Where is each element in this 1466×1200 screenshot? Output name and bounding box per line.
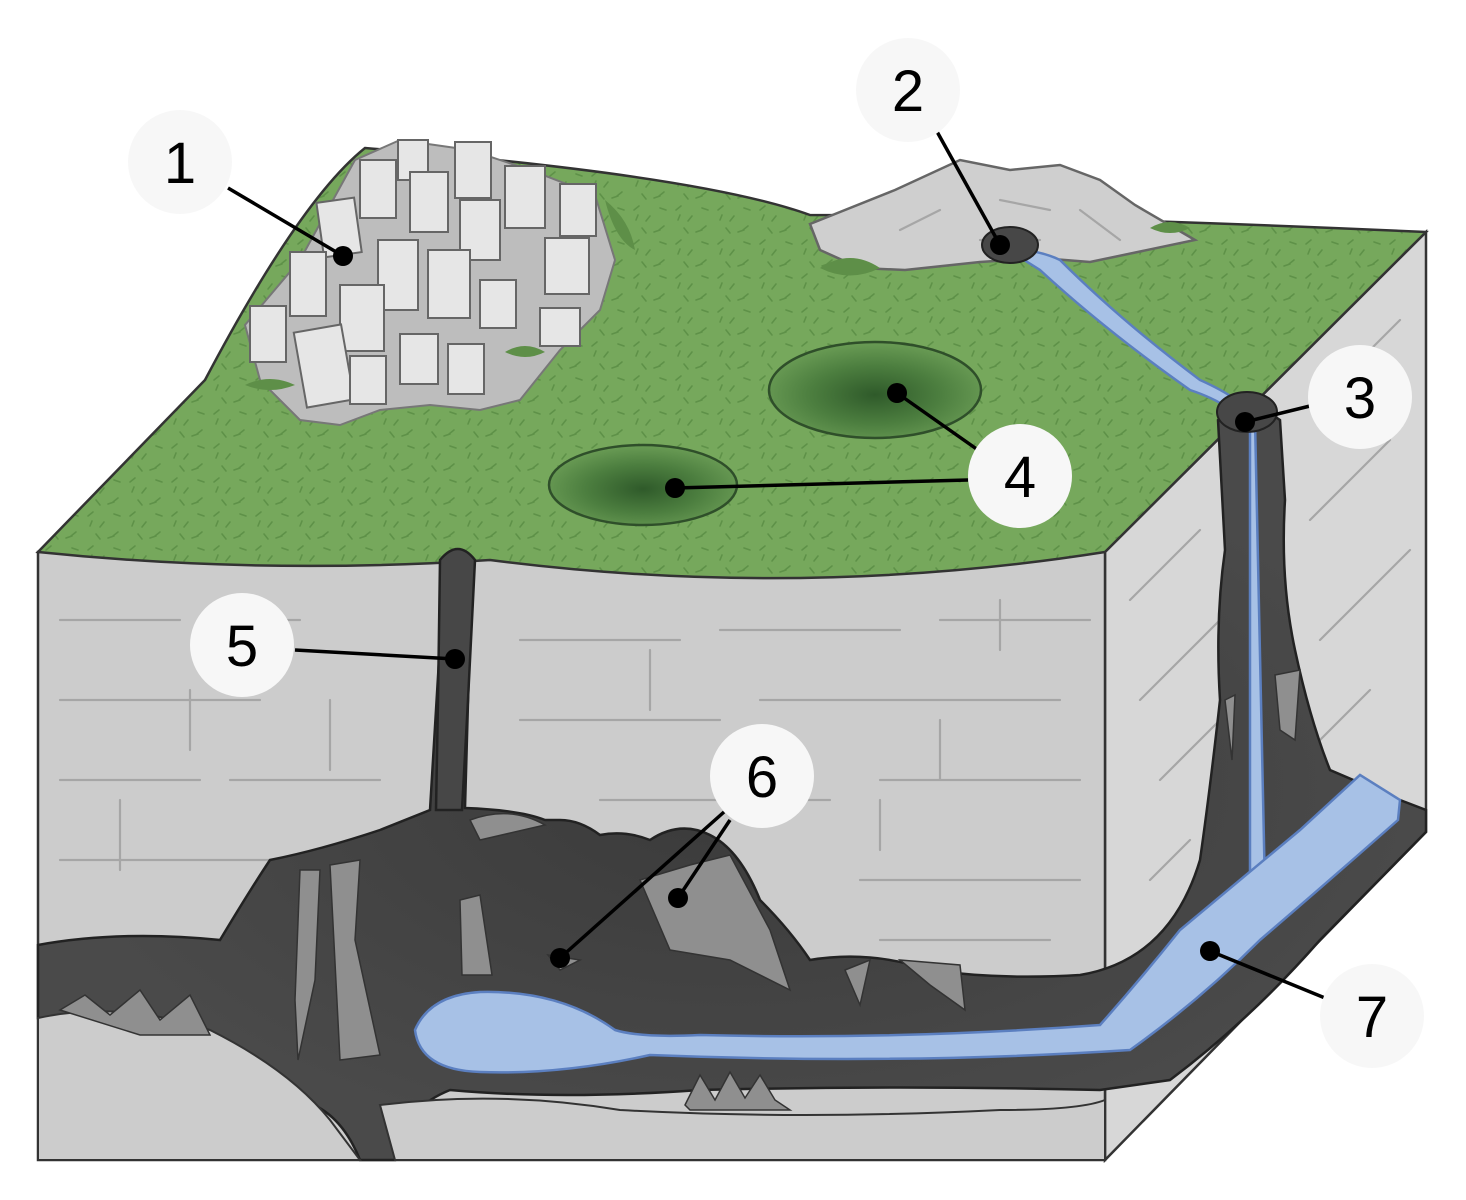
limestone-pavement	[243, 138, 635, 427]
svg-text:7: 7	[1356, 985, 1388, 1050]
doline-lower	[547, 443, 739, 527]
leader-lines	[227, 127, 1326, 1000]
svg-text:6: 6	[746, 745, 778, 810]
svg-text:2: 2	[892, 59, 924, 124]
svg-text:5: 5	[226, 614, 258, 679]
svg-text:3: 3	[1344, 366, 1376, 431]
label-3: 3	[1308, 345, 1412, 449]
vertical-shaft	[434, 547, 477, 812]
label-5: 5	[190, 593, 294, 697]
svg-text:4: 4	[1004, 445, 1036, 510]
label-1: 1	[128, 110, 232, 214]
label-2: 2	[856, 38, 960, 142]
leader-dots	[333, 235, 1255, 968]
doline-upper	[767, 340, 983, 440]
svg-text:1: 1	[164, 131, 196, 196]
rock-outcrop	[808, 158, 1199, 276]
label-6: 6	[710, 724, 814, 828]
label-4: 4	[968, 424, 1072, 528]
swallow-hole-opening	[1216, 391, 1278, 433]
label-7: 7	[1320, 964, 1424, 1068]
